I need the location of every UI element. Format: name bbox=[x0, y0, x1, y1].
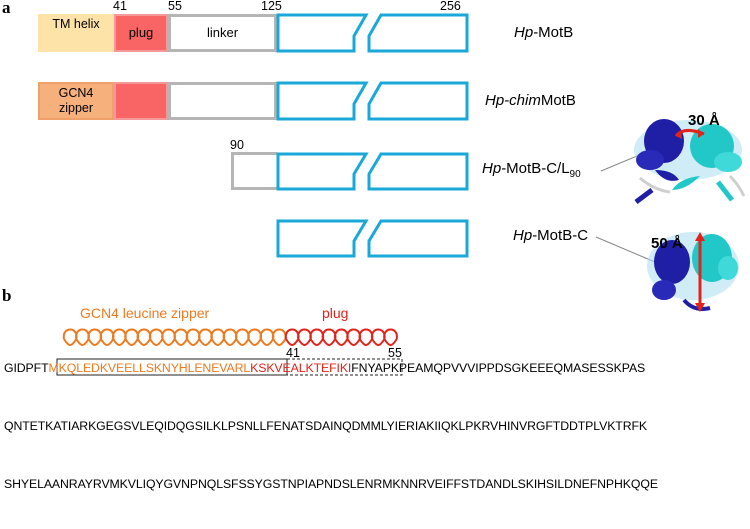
sequence-line-2: QNTETKATIARKGEGSVLEQIDQGSILKLPSNLLFENATS… bbox=[4, 419, 648, 433]
helix-coil bbox=[62, 328, 398, 347]
coil-label-gcn4: GCN4 leucine zipper bbox=[80, 305, 210, 321]
c-terminal-domain-row1 bbox=[276, 13, 469, 53]
protein-structure-2 bbox=[647, 232, 739, 312]
panel-label-b: b bbox=[2, 286, 12, 305]
linker-label: linker bbox=[206, 25, 239, 40]
residue-55-label: 55 bbox=[168, 0, 182, 13]
panel-label-a: a bbox=[2, 0, 11, 17]
plug-domain-chim bbox=[114, 82, 168, 120]
gcn4-zipper-domain: GCN4 zipper bbox=[38, 82, 114, 120]
zipper-sequence-box bbox=[56, 358, 288, 376]
plug-label: plug bbox=[128, 25, 154, 40]
distance-label-30: 30 Å bbox=[688, 112, 720, 129]
tm-helix-domain: TM helix bbox=[38, 14, 114, 52]
residue-125-label: 125 bbox=[261, 0, 282, 13]
linker-domain: linker bbox=[168, 14, 277, 52]
seq-residue-41: 41 bbox=[286, 346, 300, 360]
c-terminal-domain-row3 bbox=[276, 152, 469, 191]
sequence-line-3: SHYELAANRAYRVMKVLIQYGVNPNQLSFSSYGSTNPIAP… bbox=[4, 477, 658, 491]
gcn4-zipper-label: GCN4 zipper bbox=[58, 86, 94, 115]
residue-90-label: 90 bbox=[230, 138, 244, 152]
sequence-line-1: GIDPFTMKQLEDKVEELLSKNYHLENEVARLKSKVEALKT… bbox=[4, 361, 646, 375]
sequence-plug-segment: KSKVEALKTEFIKI bbox=[250, 361, 352, 375]
leucine-zipper-coil bbox=[62, 328, 287, 347]
plug-coil bbox=[284, 328, 398, 347]
sequence-zipper-segment: MKQLEDKVEELLSKNYHLENEVARL bbox=[48, 361, 251, 375]
coil-label-plug: plug bbox=[322, 305, 349, 321]
plug-sequence-box bbox=[286, 358, 403, 376]
linker-domain-chim bbox=[168, 82, 277, 120]
residue-256-label: 256 bbox=[440, 0, 461, 13]
protein-structure-1 bbox=[634, 119, 746, 204]
linker-fragment-domain bbox=[231, 152, 277, 190]
construct-name-hp-motb: Hp-MotB bbox=[514, 24, 574, 41]
connector-line-row4 bbox=[595, 236, 656, 263]
residue-41-label: 41 bbox=[113, 0, 127, 13]
construct-name-hp-motb-c: Hp-MotB-C bbox=[513, 227, 589, 244]
construct-name-hp-motb-c-l90: Hp-MotB-C/L90 bbox=[482, 160, 581, 180]
construct-name-hp-chimmotb: Hp-chimMotB bbox=[485, 92, 576, 109]
distance-label-50: 50 Å bbox=[651, 235, 683, 252]
c-terminal-domain-row4 bbox=[276, 219, 469, 258]
plug-domain: plug bbox=[114, 14, 168, 52]
tm-helix-label: TM helix bbox=[52, 17, 100, 31]
c-terminal-domain-row2 bbox=[276, 81, 469, 121]
seq-residue-55: 55 bbox=[388, 346, 402, 360]
